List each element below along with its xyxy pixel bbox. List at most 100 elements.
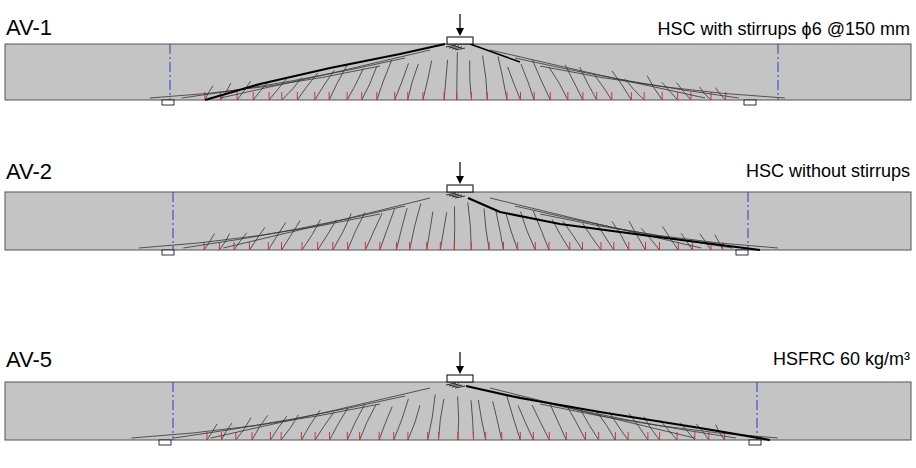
flexural-crack (456, 52, 458, 100)
flexural-crack (234, 233, 247, 250)
flexural-crack (428, 395, 436, 441)
flexural-crack (423, 61, 432, 100)
flexural-crack (408, 405, 420, 440)
flexural-crack (439, 399, 444, 440)
shear-crack (139, 214, 380, 248)
crack-marker (379, 242, 380, 250)
flexural-crack (315, 412, 334, 440)
flexural-crack (493, 401, 502, 440)
critical-crack (466, 386, 770, 440)
crack-marker (396, 242, 397, 250)
flexural-crack (647, 76, 662, 100)
crack-marker (549, 432, 550, 440)
crack-marker (628, 432, 629, 440)
specimen-description: HSC without stirrups (746, 162, 910, 182)
crack-marker (315, 432, 316, 440)
crack-marker (582, 92, 583, 100)
flexural-crack (470, 61, 472, 101)
specimen-id: AV-5 (6, 348, 52, 372)
flexural-crack (484, 209, 489, 251)
crack-marker (644, 92, 645, 100)
flexural-crack (408, 64, 419, 100)
shear-crack (540, 214, 778, 248)
crack-marker (677, 92, 678, 100)
crack-marker (503, 242, 504, 250)
support-axis-line (778, 44, 779, 100)
flexural-crack (236, 418, 251, 440)
flexural-crack (521, 64, 534, 100)
crack-marker (677, 432, 678, 440)
support-plate (749, 440, 761, 445)
crack-marker (347, 92, 348, 100)
critical-crack (205, 44, 445, 100)
load-arrowhead (456, 176, 464, 184)
crack-marker (662, 92, 663, 100)
crack-marker (487, 92, 488, 100)
shear-crack (490, 50, 705, 98)
flexural-crack (252, 415, 268, 440)
crack-marker (569, 242, 570, 250)
support-axis-line (748, 192, 749, 250)
load-arrowhead (456, 366, 464, 374)
crack-marker (645, 242, 646, 250)
flexural-crack (478, 400, 485, 440)
support-plate (159, 440, 171, 445)
flexural-crack (395, 63, 409, 100)
specimen-description: HSC with stirrups ϕ6 @150 mm (658, 20, 910, 40)
crack-marker (454, 242, 455, 250)
crack-marker (302, 242, 303, 250)
crack-marker (485, 432, 486, 440)
load-arrowhead (456, 28, 464, 36)
crushing-mark (455, 196, 465, 198)
crack-marker (407, 92, 408, 100)
crack-marker (457, 432, 458, 440)
shear-crack (131, 404, 380, 438)
flexural-crack (508, 67, 521, 100)
crack-marker (426, 242, 427, 250)
shear-crack (490, 198, 701, 248)
crack-marker (694, 432, 695, 440)
crack-marker (611, 92, 612, 100)
specimen-id: AV-1 (6, 16, 52, 40)
flexural-crack (483, 56, 488, 101)
crack-marker (314, 92, 315, 100)
crack-marker (270, 432, 271, 440)
crack-marker (301, 432, 302, 440)
crack-marker (329, 432, 330, 440)
flexural-crack (380, 209, 395, 250)
crack-marker (379, 432, 380, 440)
crack-marker (317, 242, 318, 250)
flexural-crack (677, 83, 691, 100)
crack-marker (332, 242, 333, 250)
flexural-crack (507, 395, 521, 440)
flexural-crack (498, 56, 507, 100)
crack-marker (601, 242, 602, 250)
crushing-mark (455, 48, 465, 50)
flexural-crack (221, 423, 232, 440)
support-axis-line (173, 382, 174, 440)
crack-marker (517, 242, 518, 250)
flexural-crack (347, 404, 365, 440)
crack-marker (550, 92, 551, 100)
support-plate (736, 250, 748, 255)
support-plate (162, 100, 174, 105)
crack-marker (690, 92, 691, 100)
crack-marker (237, 92, 238, 100)
crack-marker (489, 242, 490, 250)
crack-marker (253, 92, 254, 100)
crack-marker (533, 432, 534, 440)
shear-crack (182, 58, 405, 98)
flexural-crack (302, 220, 321, 251)
shear-crack (211, 388, 430, 438)
crack-marker (347, 432, 348, 440)
flexural-crack (641, 228, 659, 250)
flexural-crack (532, 405, 549, 440)
flexural-crack (410, 204, 421, 251)
crack-marker (440, 242, 441, 250)
flexural-crack (360, 405, 377, 441)
crack-marker (427, 432, 428, 440)
crack-marker (359, 432, 360, 440)
flexural-crack (396, 208, 407, 250)
crack-marker (204, 242, 205, 250)
